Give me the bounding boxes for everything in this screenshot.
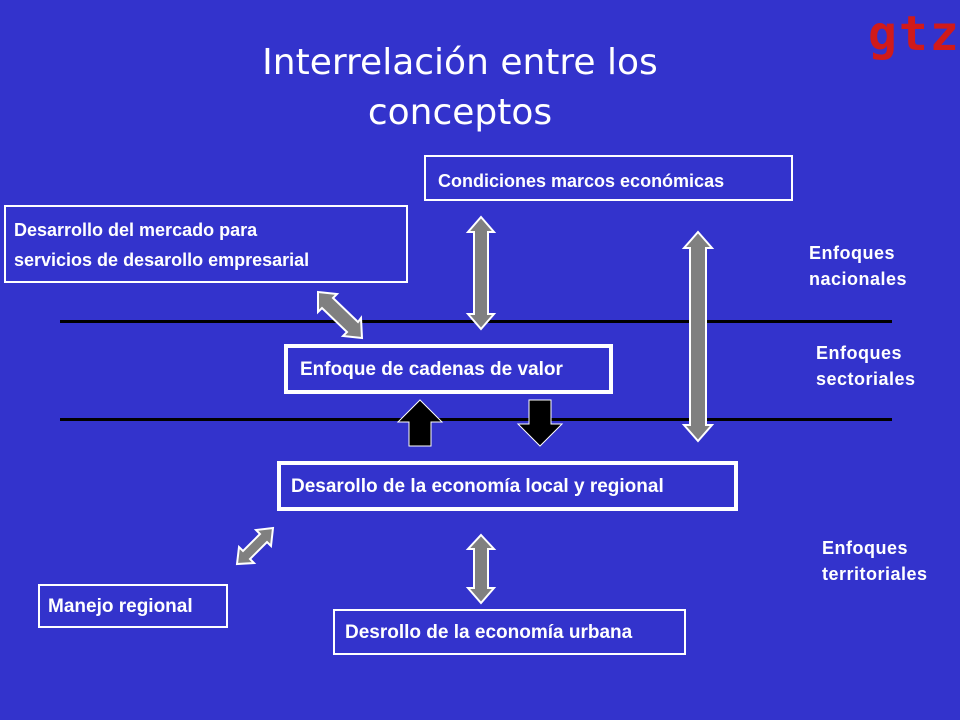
label-enfoques-territoriales: Enfoques territoriales [822, 535, 928, 587]
label-territoriales-line-1: Enfoques [822, 538, 909, 558]
box-economia-local-label: Desarollo de la economía local y regiona… [291, 476, 664, 497]
box-condiciones-label: Condiciones marcos económicas [438, 171, 725, 191]
slide-title: Interrelación entre los conceptos [200, 38, 720, 138]
label-enfoques-nacionales: Enfoques nacionales [809, 240, 907, 292]
divider-line-bottom [60, 418, 892, 421]
arrow-condiciones-cadenas [465, 215, 497, 331]
block-arrow-down [516, 399, 564, 447]
box-manejo-regional: Manejo regional [38, 584, 228, 628]
arrow-mercado-cadenas [317, 290, 364, 340]
arrow-manejo-economia [235, 526, 275, 566]
box-condiciones-marcos: Condiciones marcos económicas [424, 155, 793, 201]
arrow-economia-urbana [465, 533, 497, 605]
label-nacionales-line-1: Enfoques [809, 243, 896, 263]
label-sectoriales-line-1: Enfoques [816, 343, 903, 363]
gtz-logo: gtz [868, 6, 960, 62]
title-line-1: Interrelación entre los [262, 42, 658, 83]
box-cadenas-label: Enfoque de cadenas de valor [300, 359, 563, 380]
box-economia-urbana: Desrollo de la economía urbana [333, 609, 686, 655]
title-line-2: conceptos [367, 92, 553, 133]
box-mercado-line-2: servicios de desarollo empresarial [14, 250, 310, 270]
box-manejo-label: Manejo regional [48, 596, 193, 617]
label-nacionales-line-2: nacionales [809, 269, 908, 289]
label-sectoriales-line-2: sectoriales [816, 369, 916, 389]
block-arrow-up [396, 399, 444, 447]
box-cadenas-valor: Enfoque de cadenas de valor [284, 344, 613, 394]
label-territoriales-line-2: territoriales [822, 564, 928, 584]
label-enfoques-sectoriales: Enfoques sectoriales [816, 340, 916, 392]
box-economia-local-regional: Desarollo de la economía local y regiona… [277, 461, 738, 511]
box-mercado-line-1: Desarrollo del mercado para [14, 220, 258, 240]
box-desarrollo-mercado: Desarrollo del mercado para servicios de… [4, 205, 408, 283]
arrow-long-vertical [681, 230, 715, 443]
box-urbana-label: Desrollo de la economía urbana [345, 622, 633, 643]
